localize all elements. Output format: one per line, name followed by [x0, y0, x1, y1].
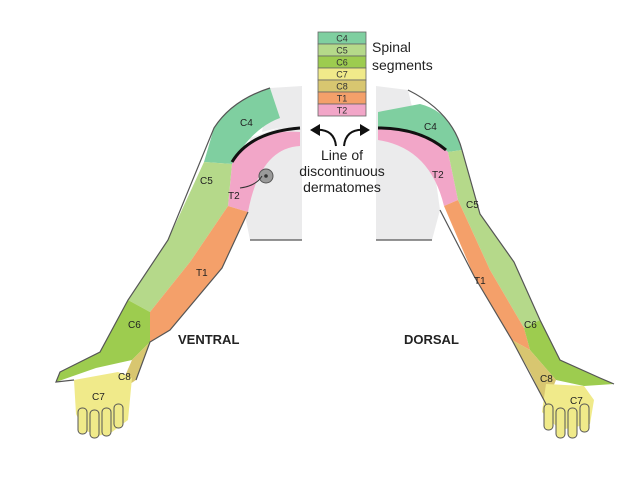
- ventral-outline: [55, 87, 302, 383]
- ventral-fingers: [77, 403, 124, 439]
- annotation-line2: discontinuous: [299, 163, 385, 179]
- dorsal-c8-label: C8: [540, 374, 553, 385]
- dorsal-fingers: [543, 403, 590, 439]
- ventral-c6-region: [56, 300, 150, 382]
- dorsal-t1-region: [444, 200, 530, 350]
- nipple-center-icon: [264, 174, 268, 178]
- legend-swatch-t2: [317, 103, 367, 117]
- annotation-line1: Line of: [321, 147, 363, 163]
- dorsal-outline: [376, 89, 615, 405]
- legend-label-c7: C7: [336, 70, 348, 80]
- legend-label-c4: C4: [336, 34, 348, 44]
- dorsal-c7-label: C7: [570, 396, 583, 407]
- ventral-discontinuous-line: [230, 126, 301, 163]
- legend-title-line2: segments: [372, 57, 433, 73]
- ventral-c4-region: [204, 88, 280, 164]
- right-arrowhead-icon: [360, 124, 370, 136]
- ventral-c7-label: C7: [92, 392, 105, 403]
- dorsal-c5-region: [448, 150, 540, 328]
- dorsal-c8-region: [512, 340, 556, 404]
- ventral-t1-label: T1: [196, 268, 208, 279]
- dorsal-figure: [376, 86, 615, 439]
- ventral-c5-region: [128, 162, 232, 312]
- dorsal-c4-region: [378, 104, 462, 152]
- ventral-figure: [55, 86, 302, 439]
- dorsal-t1-label: T1: [474, 276, 486, 287]
- legend-label-t1: T1: [337, 94, 348, 104]
- ventral-c6-label: C6: [128, 320, 141, 331]
- ventral-label: VENTRAL: [178, 332, 239, 347]
- legend-label-t2: T2: [337, 106, 348, 116]
- dorsal-c4-label: C4: [424, 122, 437, 133]
- left-arrowhead-icon: [310, 124, 320, 136]
- dorsal-c6-region: [524, 320, 614, 386]
- dorsal-c6-label: C6: [524, 320, 537, 331]
- legend-title-line1: Spinal: [372, 39, 411, 55]
- ventral-t2-label: T2: [228, 191, 240, 202]
- legend-label-c5: C5: [336, 46, 348, 56]
- ventral-c4-label: C4: [240, 118, 253, 129]
- legend-label-c6: C6: [336, 58, 348, 68]
- legend-label-c8: C8: [336, 82, 348, 92]
- dorsal-discontinuous-line: [377, 126, 447, 152]
- ventral-c8-label: C8: [118, 372, 131, 383]
- annotation-line3: dermatomes: [303, 179, 381, 195]
- dorsal-label: DORSAL: [404, 332, 459, 347]
- ventral-c5-label: C5: [200, 176, 213, 187]
- dorsal-t2-label: T2: [432, 170, 444, 181]
- ventral-t2-pointer: [239, 175, 263, 189]
- ventral-t2-region: [228, 131, 300, 212]
- dorsal-t2-region: [378, 128, 458, 206]
- ventral-t1-region: [150, 206, 248, 342]
- dorsal-c5-label: C5: [466, 200, 479, 211]
